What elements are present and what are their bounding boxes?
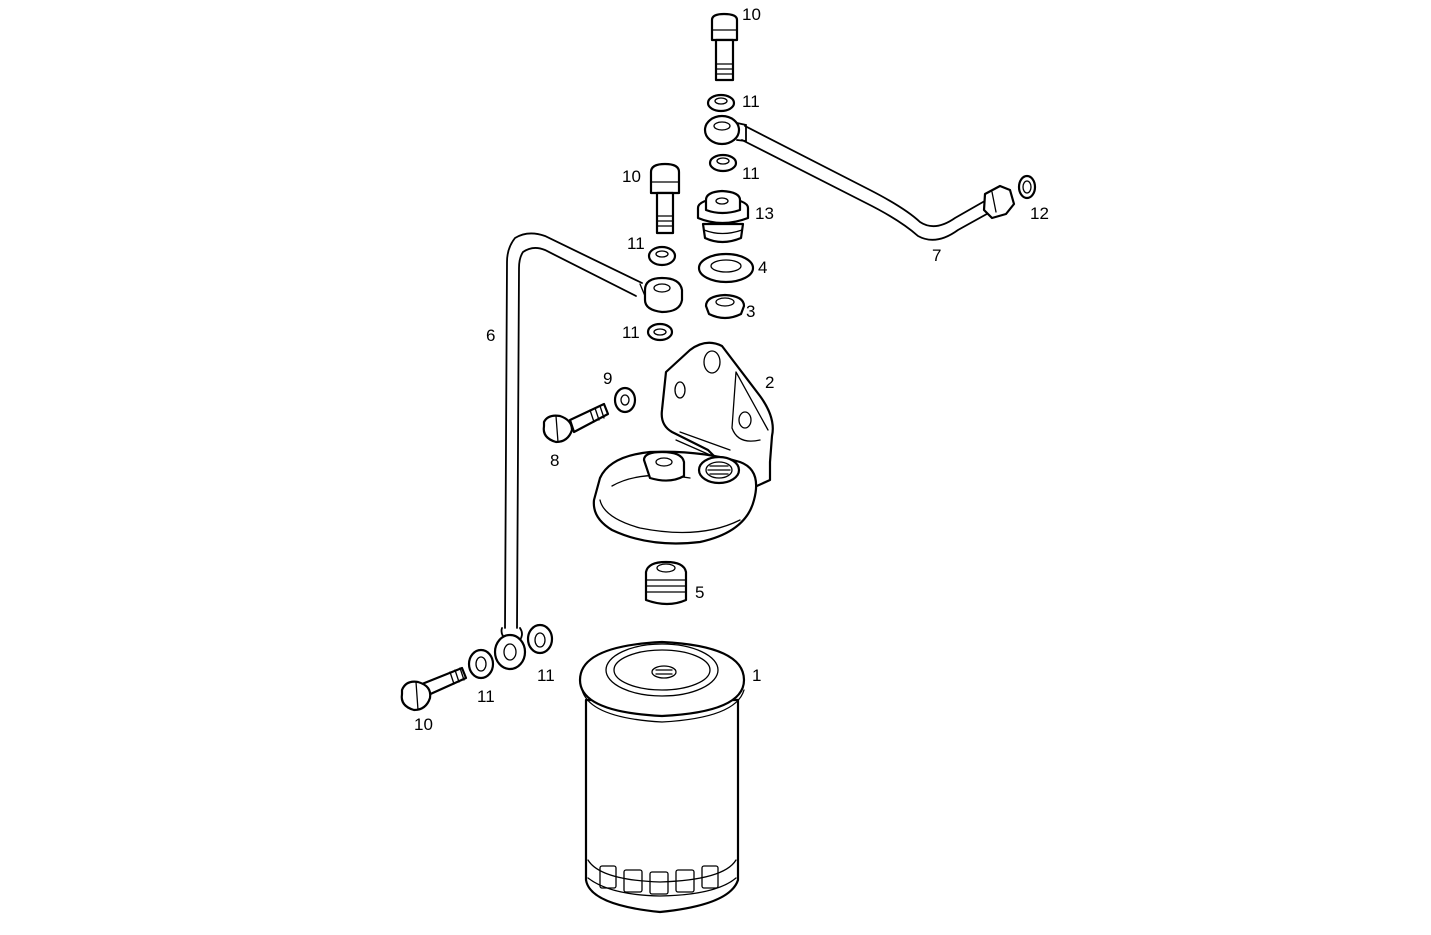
callout-5: 5 xyxy=(695,583,704,602)
callout-8: 8 xyxy=(550,451,559,470)
banjo-eye-top xyxy=(703,114,747,146)
callout-10-middle: 10 xyxy=(622,167,641,186)
callout-11-b: 11 xyxy=(742,164,760,183)
seal-washer-bottom-right xyxy=(526,623,554,655)
banjo-eye-bottom xyxy=(493,627,527,671)
seal-washer-mid-1 xyxy=(647,245,677,267)
callout-11-e: 11 xyxy=(477,687,495,706)
callout-6: 6 xyxy=(486,326,495,345)
callout-11-f: 11 xyxy=(537,666,555,685)
filter-support-bracket xyxy=(592,341,774,545)
threaded-nipple-5 xyxy=(644,560,688,606)
callout-3: 3 xyxy=(746,302,755,321)
callout-10-top: 10 xyxy=(742,5,761,24)
callout-10-bottom: 10 xyxy=(414,715,433,734)
callout-12: 12 xyxy=(1030,204,1049,223)
callout-7: 7 xyxy=(932,246,941,265)
callout-1: 1 xyxy=(752,666,761,685)
callout-11-a: 11 xyxy=(742,92,760,111)
oil-filter-cartridge xyxy=(578,640,746,914)
banjo-eye-middle xyxy=(643,276,684,314)
hollow-screw-13 xyxy=(696,189,750,244)
banjo-bolt-top xyxy=(710,12,739,82)
seal-washer-top-2 xyxy=(708,153,738,173)
seal-washer-top-1 xyxy=(706,93,736,113)
washer-bracket-9 xyxy=(613,386,637,414)
seal-washer-bottom-left xyxy=(467,648,495,680)
callout-13: 13 xyxy=(755,204,774,223)
banjo-bolt-middle xyxy=(649,162,681,235)
callout-11-d: 11 xyxy=(622,323,640,342)
callout-9: 9 xyxy=(603,369,612,388)
banjo-bolt-bottom xyxy=(400,666,468,712)
bolt-bracket-8 xyxy=(542,402,610,444)
seal-ring-3 xyxy=(704,293,746,320)
washer-12 xyxy=(1017,174,1037,200)
callout-4: 4 xyxy=(758,258,767,277)
seal-washer-mid-2 xyxy=(646,322,674,342)
callout-2: 2 xyxy=(765,373,774,392)
pipe-right xyxy=(741,125,1016,241)
callout-11-c: 11 xyxy=(627,234,645,253)
washer-large-4 xyxy=(697,252,755,284)
